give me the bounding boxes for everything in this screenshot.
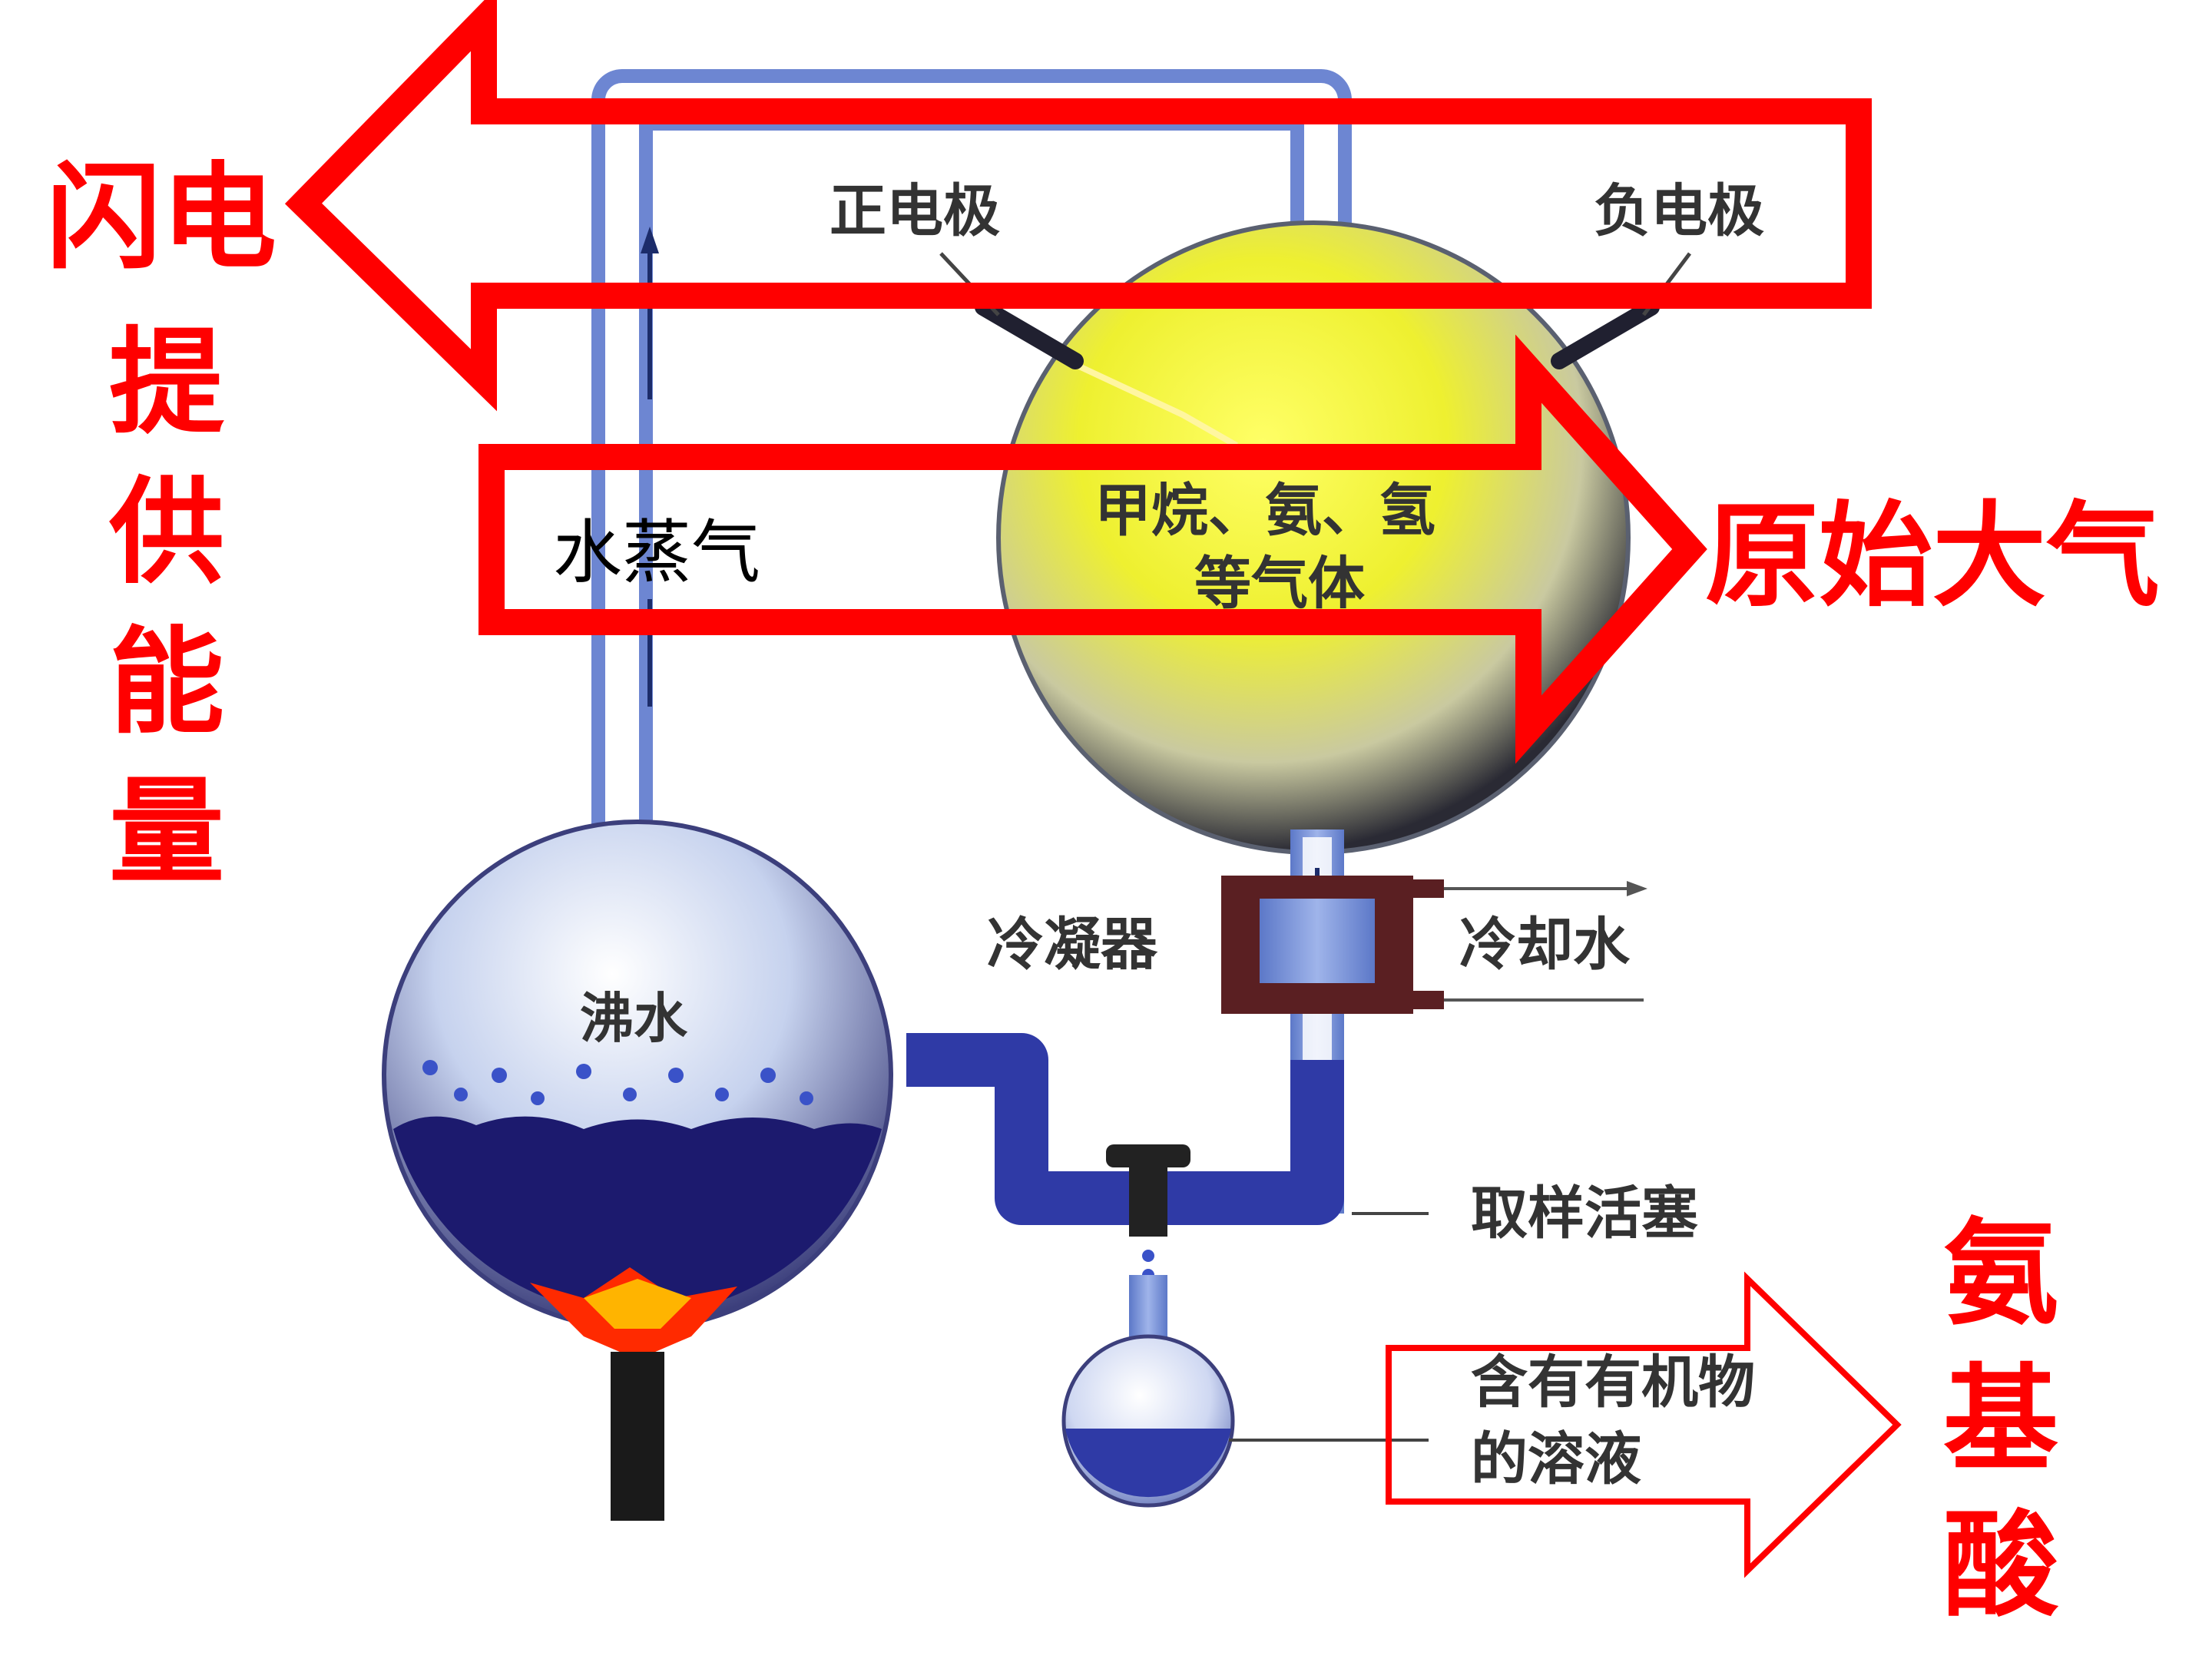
return-tube (906, 1033, 1344, 1225)
amino-acid-char-1: 氨 (1943, 1207, 2058, 1341)
atmosphere-arrow (478, 334, 1707, 764)
label-sampling-valve: 取样活塞 (1471, 1181, 1698, 1247)
apparatus (382, 69, 1691, 1521)
annotation-arrows (284, 0, 1902, 1578)
boiling-water (393, 1116, 882, 1315)
negative-electrode (1551, 299, 1660, 369)
label-positive-electrode: 正电极 (830, 178, 1000, 244)
label-condenser: 冷凝器 (987, 912, 1158, 978)
provides-energy-char-3: 能 (109, 616, 224, 750)
provides-energy-char-1: 提 (109, 316, 224, 450)
burner (611, 1352, 664, 1521)
label-solution-line2: 的溶液 (1471, 1426, 1641, 1492)
label-gases-line1: 甲烷、氨、氢 (1094, 478, 1435, 544)
water-vapor-label: 水蒸气 (553, 512, 760, 593)
label-cooling-water: 冷却水 (1459, 912, 1631, 978)
provides-energy-char-2: 供 (109, 466, 224, 600)
provides-energy-char-4: 量 (109, 766, 224, 899)
primitive-atmosphere-label: 原始大气 (1705, 490, 2160, 622)
amino-acid-char-2: 基 (1943, 1353, 2058, 1487)
lightning-label: 闪电 (46, 151, 276, 285)
amino-acid-arrow (1386, 1271, 1902, 1578)
label-gases-line2: 等气体 (1194, 551, 1365, 617)
label-negative-electrode: 负电极 (1594, 178, 1764, 244)
sampling-valve (1106, 1144, 1190, 1167)
label-solution-line1: 含有有机物 (1471, 1349, 1755, 1416)
annotation-text: 闪电 提 供 能 量 水蒸气 原始大气 氨 基 酸 (46, 151, 2160, 1633)
bubbles (422, 1060, 813, 1105)
label-boiling-water: 沸水 (580, 987, 688, 1050)
positive-electrode (975, 299, 1084, 369)
lightning-arrow (284, 0, 1872, 412)
apparatus-labels: 正电极 负电极 甲烷、氨、氢 等气体 冷凝器 冷却水 沸水 取样活塞 含有有机物… (580, 178, 1764, 1492)
spark (1066, 358, 1238, 449)
amino-acid-char-3: 酸 (1943, 1499, 2059, 1633)
